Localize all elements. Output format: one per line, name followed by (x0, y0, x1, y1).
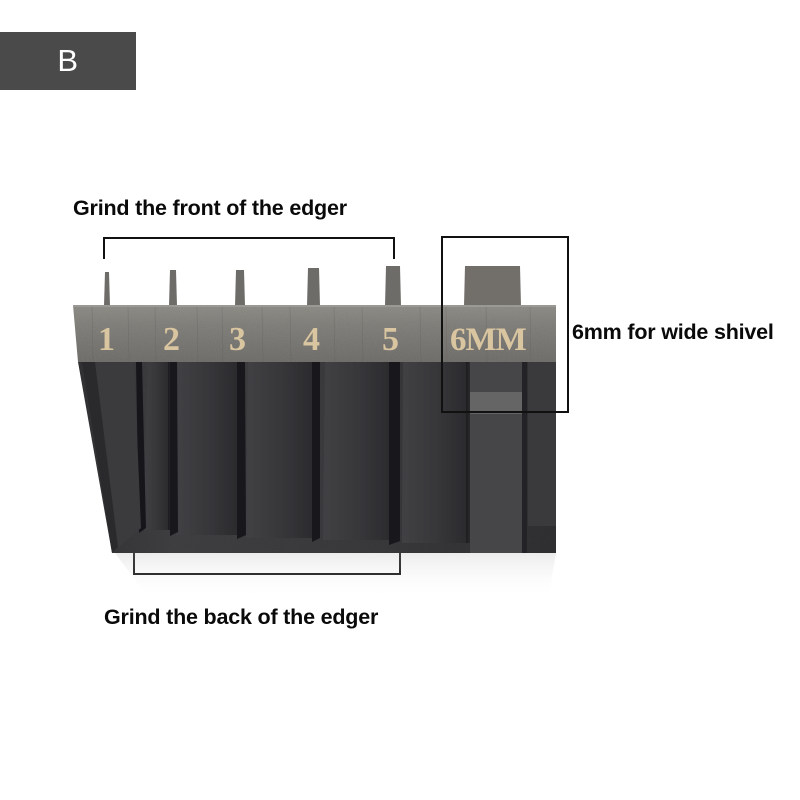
fin-blocks (78, 362, 556, 553)
slot-number-1: 1 (98, 321, 115, 358)
six-mm-highlight-box (441, 236, 569, 413)
slot-number-5: 5 (382, 321, 399, 358)
slot-number-6mm: 6MM (450, 322, 527, 358)
front-grind-label: Grind the front of the edger (73, 196, 347, 220)
six-mm-label: 6mm for wide shivel (572, 320, 774, 344)
engraved-slot-numbers: 1 2 3 4 5 6MM (98, 321, 528, 358)
slot-teeth-row (104, 266, 521, 306)
slot-number-2: 2 (163, 321, 180, 358)
panel-letter-badge: B (0, 32, 136, 90)
wear-band (470, 392, 522, 414)
block-top-face (73, 305, 556, 363)
slot-number-4: 4 (303, 321, 320, 358)
surface-reflection (115, 553, 556, 600)
back-grind-label: Grind the back of the edger (104, 605, 379, 629)
front-grind-bracket (103, 237, 395, 259)
slot-grooves (136, 362, 400, 545)
slot-number-3: 3 (229, 321, 246, 358)
